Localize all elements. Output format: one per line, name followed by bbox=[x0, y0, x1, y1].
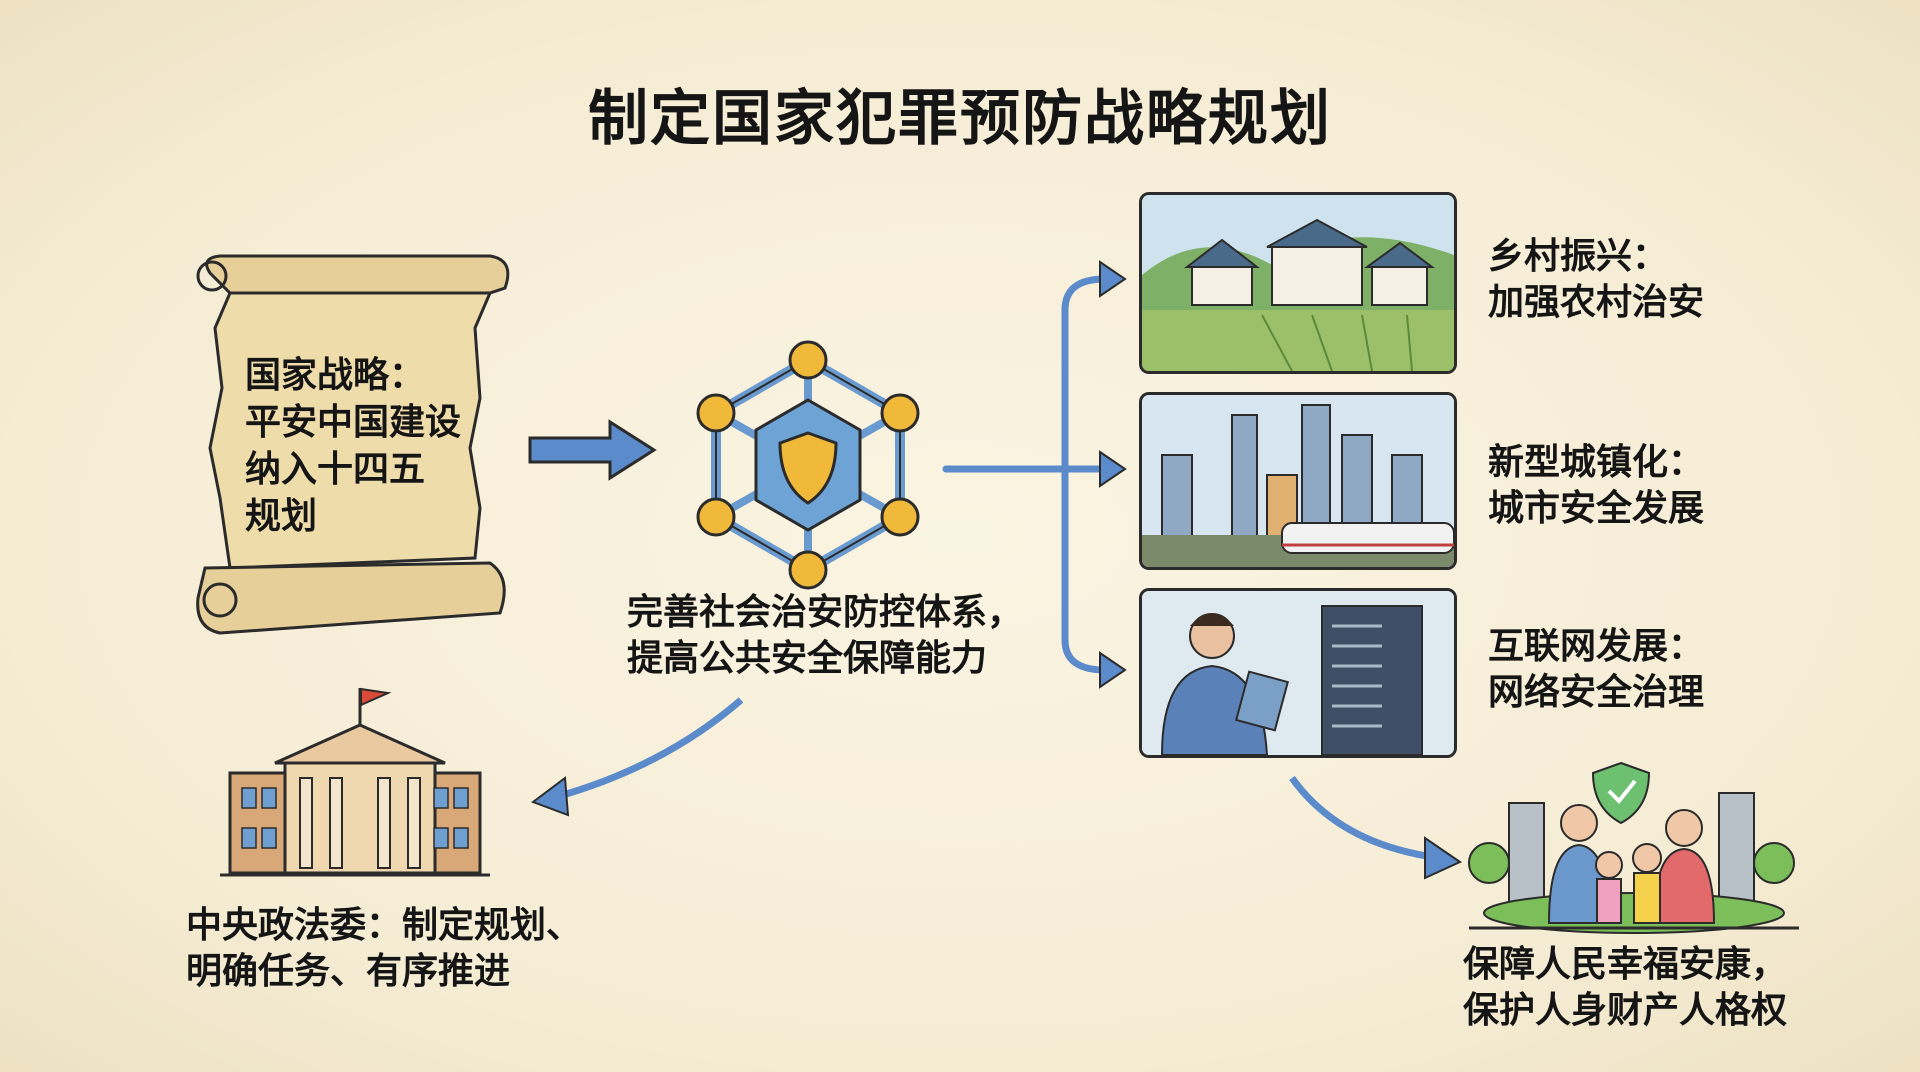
scroll-line: 平安中国建设 bbox=[245, 402, 462, 443]
branch-urban-text: 新型城镇化： 城市安全发展 bbox=[1488, 440, 1704, 532]
branch-rural-text: 乡村振兴： 加强农村治安 bbox=[1488, 234, 1704, 326]
branch-detail: 加强农村治安 bbox=[1488, 282, 1705, 323]
center-line: 提高公共安全保障能力 bbox=[627, 638, 988, 679]
government-line: 明确任务、有序推进 bbox=[186, 951, 511, 992]
scroll-text: 国家战略： 平安中国建设 纳入十四五 规划 bbox=[245, 352, 461, 540]
center-line: 完善社会治安防控体系， bbox=[627, 592, 1024, 633]
rural-village-image bbox=[1139, 192, 1457, 374]
security-network-icon bbox=[696, 340, 920, 590]
branch-detail: 城市安全发展 bbox=[1488, 488, 1705, 529]
branch-heading: 新型城镇化： bbox=[1488, 442, 1705, 483]
arrow-right-icon bbox=[528, 419, 657, 481]
outcome-line: 保障人民幸福安康， bbox=[1463, 944, 1788, 985]
government-building-icon bbox=[220, 687, 490, 877]
scroll-line: 国家战略： bbox=[245, 355, 426, 396]
happy-family-illustration bbox=[1468, 761, 1799, 934]
arrowhead-icon bbox=[1099, 651, 1127, 689]
scroll-illustration bbox=[196, 254, 510, 635]
government-caption: 中央政法委：制定规划、 明确任务、有序推进 bbox=[186, 903, 582, 995]
government-line: 中央政法委：制定规划、 bbox=[186, 905, 583, 946]
curved-arrow-left bbox=[544, 697, 744, 804]
center-caption: 完善社会治安防控体系， 提高公共安全保障能力 bbox=[627, 590, 1023, 682]
scroll-line: 规划 bbox=[245, 496, 318, 537]
scroll-line: 纳入十四五 bbox=[245, 449, 426, 490]
branch-heading: 互联网发展： bbox=[1488, 626, 1705, 667]
branch-detail: 网络安全治理 bbox=[1488, 672, 1705, 713]
arrowhead-icon bbox=[1424, 836, 1463, 880]
arrowhead-icon bbox=[1099, 450, 1127, 488]
arrowhead-icon bbox=[1099, 260, 1127, 298]
branch-internet-text: 互联网发展： 网络安全治理 bbox=[1488, 624, 1704, 716]
outcome-line: 保护人身财产人格权 bbox=[1463, 990, 1788, 1031]
city-skyline-image bbox=[1139, 392, 1457, 570]
outcome-caption: 保障人民幸福安康， 保护人身财产人格权 bbox=[1463, 942, 1787, 1034]
arrowhead-icon bbox=[530, 776, 570, 817]
branch-heading: 乡村振兴： bbox=[1488, 236, 1669, 277]
internet-server-image bbox=[1139, 588, 1457, 758]
page-title: 制定国家犯罪预防战略规划 bbox=[588, 84, 1332, 154]
curved-arrow-right bbox=[1289, 775, 1441, 862]
